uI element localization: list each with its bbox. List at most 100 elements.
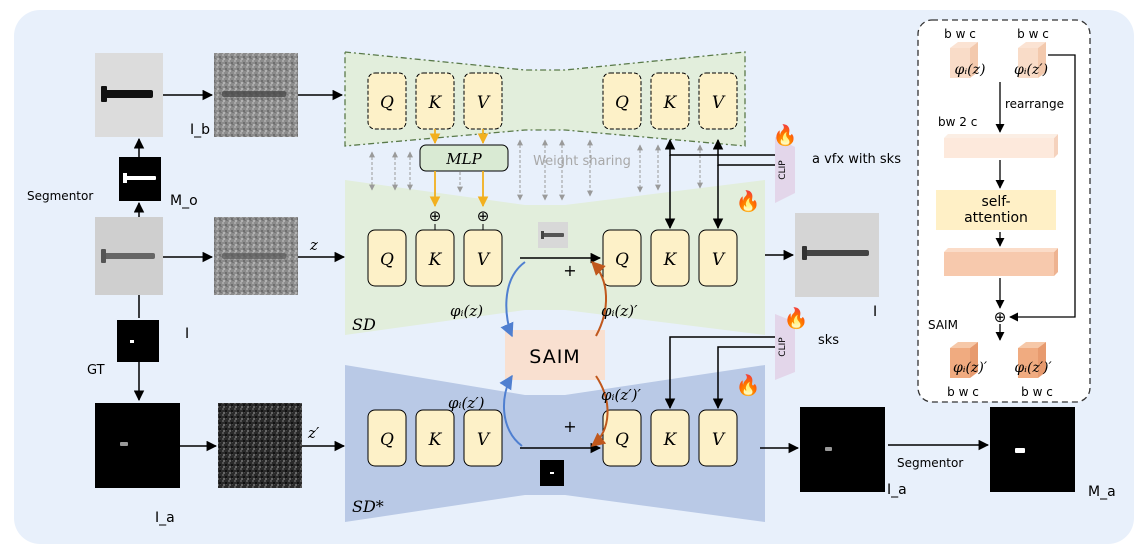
v-block-sd-left	[463, 229, 503, 287]
prompt-bottom: sks	[818, 333, 839, 348]
curve-brown-bottom	[590, 375, 609, 447]
segmentor-bottom-label: Segmentor	[897, 456, 963, 470]
label-ib: I_b	[190, 122, 210, 138]
k-label: K	[428, 93, 443, 113]
clip-top: CLIP	[775, 137, 795, 203]
phi-zp-prime-out: φᵢ(z′)′	[601, 386, 642, 404]
k-label: K	[428, 250, 443, 270]
feature-cube-out-left	[950, 342, 978, 378]
image-i-noisy	[214, 217, 298, 295]
q-block-sd-left	[367, 229, 407, 287]
k-block-sdstar-left	[415, 409, 455, 467]
weight-sharing-label: Weight sharing	[533, 154, 631, 169]
dim-top-right: b w c	[1017, 27, 1049, 41]
label-gt: GT	[87, 363, 105, 378]
self-attention-box	[936, 190, 1056, 230]
phi-z: φᵢ(z)	[450, 302, 483, 320]
prompt-top: a vfx with sks	[812, 152, 901, 167]
curve-brown-top	[591, 261, 607, 337]
label-z-prime: z′	[307, 424, 320, 442]
dim-top-left: b w c	[944, 27, 976, 41]
sd-label: SD	[352, 315, 376, 334]
saim-oplus: ⊕	[994, 308, 1007, 326]
clip-label: CLIP	[778, 160, 788, 180]
v-block-top-right	[698, 72, 738, 130]
fire-icon: 🔥	[736, 189, 761, 213]
top-qkv-left: Q K V	[367, 72, 503, 130]
q-block-top-right	[602, 72, 642, 130]
weight-sharing-arrows	[369, 139, 703, 201]
image-gt	[117, 320, 159, 362]
dim-bottom-left: b w c	[947, 385, 979, 399]
image-ia-output	[800, 407, 885, 492]
phi-zp: φᵢ(z′)	[448, 394, 485, 412]
image-mo	[119, 157, 161, 201]
fire-icon: 🔥	[773, 123, 798, 147]
q-label: Q	[615, 93, 629, 113]
sd-star-unet	[345, 365, 765, 522]
v-block-sdstar-right	[698, 409, 738, 467]
q-block-sdstar-left	[367, 409, 407, 467]
clip-label: CLIP	[778, 337, 788, 357]
bw2c-label: bw 2 c	[938, 115, 977, 129]
saim-label: SAIM	[529, 346, 580, 368]
q-label: Q	[380, 250, 394, 270]
mlp-label: MLP	[445, 150, 482, 168]
v-label: V	[477, 250, 491, 270]
label-z: z	[309, 236, 318, 254]
feature-cube-top-left	[950, 42, 978, 78]
screw-thumbnail-middle	[538, 222, 568, 248]
label-i-output: I	[873, 304, 877, 320]
feature-cube-top-right	[1018, 42, 1046, 78]
top-qkv-right: Q K V	[602, 72, 738, 130]
v-block-sdstar-left	[463, 409, 503, 467]
label-mo: M_o	[170, 193, 198, 209]
oplus-v: ⊕	[477, 207, 490, 225]
v-label: V	[477, 93, 491, 113]
fire-icon: 🔥	[736, 373, 761, 397]
saim-out-right: φᵢ(z′)′	[1014, 360, 1052, 376]
plus-sdstar: +	[563, 417, 576, 436]
self-attention-label-2: attention	[964, 210, 1028, 226]
sdstar-qkv-right: Q K V	[602, 409, 738, 467]
q-label: Q	[615, 430, 629, 450]
pipeline-arrows	[133, 89, 990, 454]
self-attention-label-1: self-	[981, 194, 1010, 210]
oplus-k: ⊕	[429, 207, 442, 225]
saim-box	[505, 330, 605, 380]
k-label: K	[663, 250, 678, 270]
k-block-top-right	[650, 72, 690, 130]
sd-qkv-right: Q K V	[602, 229, 738, 287]
image-ia	[95, 403, 180, 488]
k-label: K	[663, 430, 678, 450]
mlp-box	[419, 144, 509, 172]
label-ma: M_a	[1088, 484, 1116, 500]
q-block-top-left	[367, 72, 407, 130]
v-label: V	[712, 250, 726, 270]
v-label: V	[477, 430, 491, 450]
clip-bottom: CLIP	[775, 314, 795, 380]
saim-phi-right: φᵢ(z′)	[1014, 62, 1048, 78]
label-ia: I_a	[155, 510, 175, 526]
k-block-sd-left	[415, 229, 455, 287]
rearranged-feature	[944, 134, 1058, 158]
q-block-sd-right	[602, 229, 642, 287]
sd-star-label: SD*	[352, 497, 384, 516]
dim-bottom-right: b w c	[1021, 385, 1053, 399]
rearrange-label: rearrange	[1005, 97, 1064, 111]
saim-phi-left: φᵢ(z)	[955, 62, 986, 78]
plus-sd: +	[563, 261, 576, 280]
curve-blue-top	[500, 261, 526, 338]
curve-blue-bottom	[499, 374, 523, 447]
saim-panel-arrows	[995, 54, 1076, 341]
feature-cube-out-right	[1018, 342, 1046, 378]
image-i-output	[795, 213, 879, 297]
image-ma	[990, 407, 1075, 492]
clip-connections	[664, 138, 775, 410]
q-label: Q	[380, 430, 394, 450]
k-block-sd-right	[650, 229, 690, 287]
saim-out-left: φᵢ(z)′	[953, 360, 988, 376]
v-block-sd-right	[698, 229, 738, 287]
q-label: Q	[380, 93, 394, 113]
q-label: Q	[615, 250, 629, 270]
